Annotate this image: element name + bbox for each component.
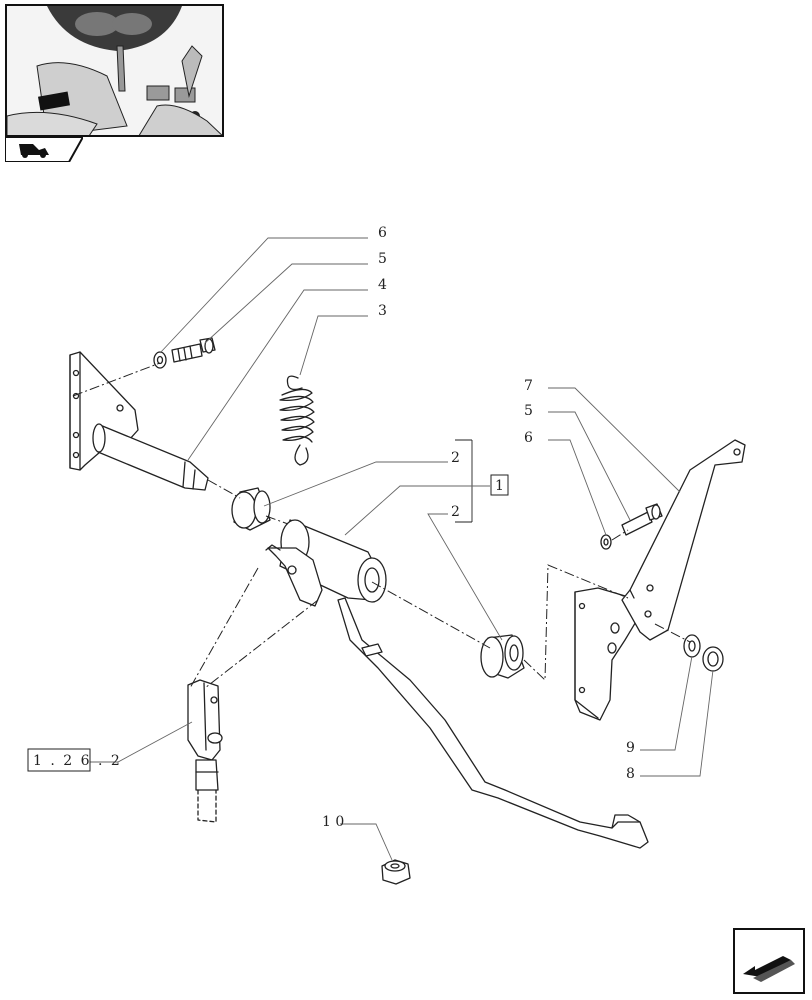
callout-9: 9 bbox=[626, 740, 635, 756]
clevis-rod bbox=[187, 679, 223, 823]
callout-8: 8 bbox=[626, 766, 635, 782]
leader-lines bbox=[90, 237, 714, 861]
bolt-5-right bbox=[621, 503, 663, 536]
nut-10 bbox=[381, 859, 411, 885]
callout-2-lower: 2 bbox=[451, 504, 460, 520]
lever-7 bbox=[621, 439, 746, 641]
callout-6-right: 6 bbox=[524, 430, 533, 446]
callout-5-top: 5 bbox=[378, 251, 387, 267]
callout-2-upper: 2 bbox=[451, 450, 460, 466]
next-page-arrow-icon[interactable] bbox=[733, 928, 805, 994]
alignment-lines bbox=[72, 362, 691, 689]
left-support-bracket bbox=[69, 351, 209, 491]
thumbnail-illustration bbox=[7, 6, 222, 135]
callout-5-right: 5 bbox=[524, 403, 533, 419]
washer-6-top bbox=[153, 351, 167, 369]
nut-8 bbox=[702, 646, 724, 672]
location-thumbnail bbox=[5, 4, 224, 137]
clutch-pedal-1 bbox=[265, 519, 649, 849]
reference-1-26-2[interactable]: 1 . 2 6 . 2 bbox=[33, 753, 122, 769]
spring-3 bbox=[279, 375, 315, 466]
tractor-tab-icon[interactable] bbox=[4, 136, 85, 163]
callout-3: 3 bbox=[378, 303, 387, 319]
callout-7: 7 bbox=[524, 378, 533, 394]
bushing-2-upper bbox=[231, 487, 271, 531]
washer-9 bbox=[683, 634, 701, 658]
bushing-2-lower bbox=[480, 634, 525, 679]
callout-labels: 6 5 4 3 2 1 2 7 5 6 9 8 1 0 1 . 2 6 . 2 bbox=[27, 225, 635, 830]
bolt-5-top bbox=[171, 337, 216, 363]
callout-6-top: 6 bbox=[378, 225, 387, 241]
washer-6-right bbox=[600, 534, 612, 550]
callout-1: 1 bbox=[495, 478, 504, 494]
callout-10: 1 0 bbox=[322, 814, 344, 830]
callout-4: 4 bbox=[378, 277, 387, 293]
